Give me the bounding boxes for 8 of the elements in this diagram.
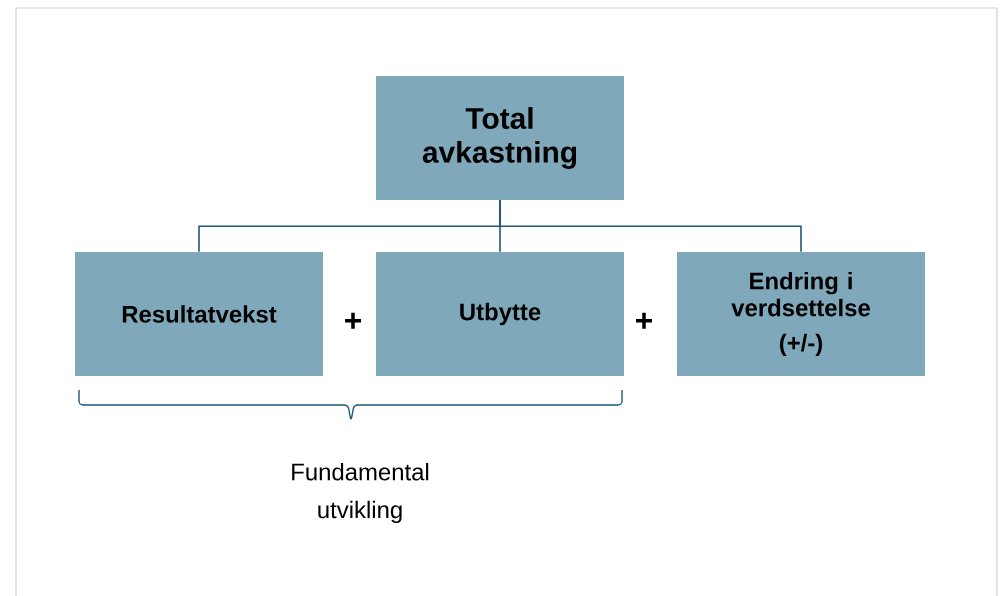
connector-line xyxy=(499,199,802,253)
process-box: Utbytte xyxy=(376,252,624,376)
process-box: Total avkastning xyxy=(376,76,624,200)
plus-sign: + xyxy=(636,312,652,329)
plus-sign: + xyxy=(345,312,362,329)
process-box: Endring i verdsettelse (+/-) xyxy=(677,252,925,376)
process-box: Resultatvekst xyxy=(75,252,323,376)
note-text: Fundamental utvikling xyxy=(292,462,429,524)
